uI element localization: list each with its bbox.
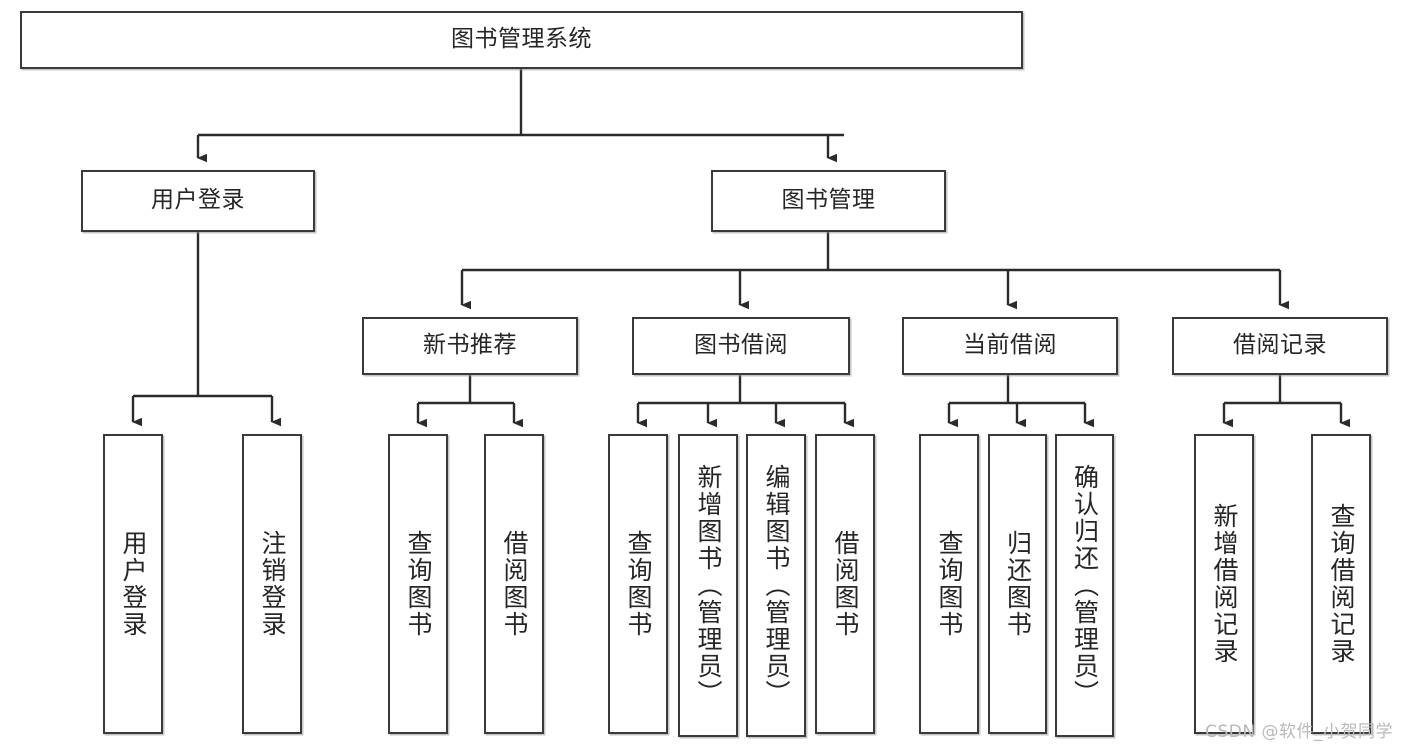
node-leaf-borrow-book-1[interactable]: 借阅图书 (484, 434, 544, 734)
node-leaf-confirm-return-label: 确认归还（管理员） (1070, 464, 1100, 707)
node-book-manage-label: 图书管理 (781, 187, 876, 214)
node-borrow-record-label: 借阅记录 (1233, 332, 1327, 359)
node-leaf-add-record-label: 新增借阅记录 (1210, 503, 1239, 665)
node-book-manage[interactable]: 图书管理 (711, 170, 946, 232)
node-leaf-user-logout-label: 注销登录 (258, 530, 287, 638)
node-user-login-label: 用户登录 (151, 187, 245, 214)
node-leaf-query-book-3[interactable]: 查询图书 (919, 434, 979, 734)
node-book-borrow[interactable]: 图书借阅 (632, 317, 850, 375)
node-leaf-edit-book-label: 编辑图书（管理员） (762, 464, 791, 707)
node-leaf-add-book-label: 新增图书（管理员） (694, 464, 723, 707)
node-current-borrow[interactable]: 当前借阅 (902, 317, 1118, 375)
node-new-book-rec-label: 新书推荐 (423, 332, 517, 359)
node-leaf-query-book-3-label: 查询图书 (935, 530, 964, 638)
node-leaf-query-book-1-label: 查询图书 (404, 530, 433, 638)
node-leaf-query-book-2-label: 查询图书 (624, 530, 653, 638)
node-borrow-record[interactable]: 借阅记录 (1172, 317, 1388, 375)
node-leaf-edit-book[interactable]: 编辑图书（管理员） (746, 434, 806, 737)
node-root[interactable]: 图书管理系统 (20, 11, 1023, 69)
node-leaf-query-record[interactable]: 查询借阅记录 (1311, 434, 1371, 734)
edge-bookmanage-to-level2 (460, 232, 1289, 310)
node-leaf-user-login[interactable]: 用户登录 (103, 434, 163, 734)
node-leaf-user-logout[interactable]: 注销登录 (242, 434, 302, 734)
node-leaf-confirm-return[interactable]: 确认归还（管理员） (1055, 434, 1114, 737)
node-leaf-query-book-1[interactable]: 查询图书 (388, 434, 448, 734)
node-leaf-borrow-book-2-label: 借阅图书 (831, 530, 860, 638)
edge-userlogin-to-leaves (131, 232, 281, 427)
node-root-label: 图书管理系统 (451, 26, 592, 53)
node-user-login[interactable]: 用户登录 (81, 170, 315, 232)
node-book-borrow-label: 图书借阅 (694, 332, 788, 359)
edge-root-to-level1 (196, 69, 844, 163)
node-leaf-add-book[interactable]: 新增图书（管理员） (678, 434, 738, 737)
edge-newbookrec-to-leaves (416, 375, 523, 428)
node-leaf-query-book-2[interactable]: 查询图书 (608, 434, 668, 734)
node-current-borrow-label: 当前借阅 (963, 332, 1057, 359)
node-leaf-query-record-label: 查询借阅记录 (1327, 503, 1356, 665)
node-leaf-return-book[interactable]: 归还图书 (988, 434, 1047, 734)
edge-bookborrow-to-leaves (636, 375, 854, 428)
node-leaf-borrow-book-2[interactable]: 借阅图书 (815, 434, 875, 734)
node-leaf-user-login-label: 用户登录 (119, 530, 148, 638)
edge-borrowrecord-to-leaves (1222, 375, 1350, 428)
node-leaf-add-record[interactable]: 新增借阅记录 (1194, 434, 1254, 734)
node-new-book-rec[interactable]: 新书推荐 (362, 317, 578, 375)
node-leaf-return-book-label: 归还图书 (1003, 530, 1033, 638)
edge-currentborrow-to-leaves (947, 375, 1094, 428)
node-leaf-borrow-book-1-label: 借阅图书 (500, 530, 529, 638)
csdn-watermark: CSDN @软件_小贺同学 (1205, 722, 1393, 742)
